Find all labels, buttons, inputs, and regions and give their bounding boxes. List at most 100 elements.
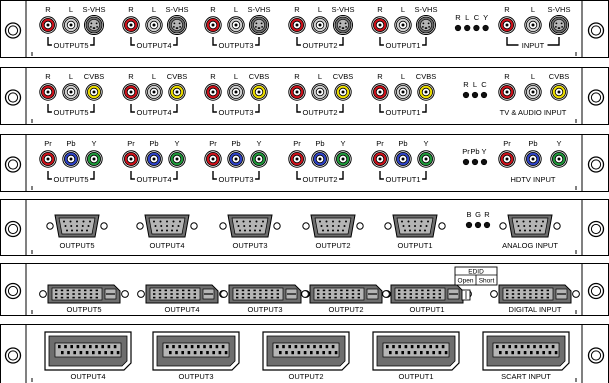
- led-label: Pb: [470, 147, 479, 156]
- port-label: OUTPUT2: [288, 372, 323, 381]
- led-indicator-icon: [480, 91, 488, 99]
- scart-connector-icon: [152, 331, 240, 371]
- rca-jack-icon: [524, 83, 542, 101]
- jack-label: R: [294, 5, 300, 14]
- rca-jack-icon: [498, 83, 516, 101]
- rca-jack-icon: [85, 83, 103, 101]
- vga-connector-icon: [219, 214, 281, 238]
- group-label: OUTPUT5: [53, 175, 88, 184]
- port-label: OUTPUT5: [66, 305, 101, 314]
- jack-label: R: [45, 5, 51, 14]
- led-indicator-icon: [454, 24, 462, 32]
- led-label: B: [466, 210, 471, 219]
- led-label: R: [463, 80, 469, 89]
- jack-label: L: [234, 5, 238, 14]
- edid-title: EDID: [468, 269, 484, 276]
- output-bracket: OUTPUT3: [212, 104, 260, 117]
- port-label: OUTPUT3: [178, 372, 213, 381]
- output-bracket: OUTPUT1: [379, 104, 427, 117]
- port-label: OUTPUT1: [398, 372, 433, 381]
- mount-hole-inner: [590, 25, 602, 36]
- rca-jack-icon: [204, 83, 222, 101]
- jack-label: L: [69, 5, 73, 14]
- output-bracket: OUTPUT3: [212, 37, 260, 50]
- mount-hole-inner: [590, 285, 602, 297]
- rca-jack-icon: [524, 16, 542, 34]
- rca-jack-icon: [168, 150, 186, 168]
- jack-label: S-VHS: [248, 5, 271, 14]
- jack-label: S-VHS: [83, 5, 106, 14]
- input-label: TV & AUDIO INPUT: [500, 108, 567, 117]
- rca-jack-icon: [145, 150, 163, 168]
- jack-label: CVBS: [84, 72, 104, 81]
- group-label: OUTPUT4: [136, 108, 171, 117]
- jack-label: R: [504, 5, 510, 14]
- output-bracket: OUTPUT2: [296, 37, 344, 50]
- jack-label: L: [531, 5, 535, 14]
- jack-label: CVBS: [167, 72, 187, 81]
- jack-label: S-VHS: [548, 5, 571, 14]
- port-label: OUTPUT4: [149, 241, 184, 250]
- led-label: G: [475, 210, 481, 219]
- rca-jack-icon: [62, 83, 80, 101]
- port-label: OUTPUT2: [315, 241, 350, 250]
- rca-jack-icon: [122, 16, 140, 34]
- jack-label: Pb: [149, 139, 158, 148]
- rca-jack-icon: [250, 150, 268, 168]
- rca-jack-icon: [417, 150, 435, 168]
- scart-connector-icon: [372, 331, 460, 371]
- led-indicator-icon: [465, 221, 473, 229]
- vga-connector-icon: [302, 214, 364, 238]
- group-label: OUTPUT2: [302, 41, 337, 50]
- rca-jack-icon: [311, 150, 329, 168]
- group-label: OUTPUT1: [385, 41, 420, 50]
- jack-label: Y: [91, 139, 96, 148]
- rca-jack-icon: [204, 16, 222, 34]
- svhs-jack-icon: [549, 15, 569, 35]
- led-indicator-icon: [483, 221, 491, 229]
- mount-hole-inner: [590, 350, 602, 361]
- rca-jack-icon: [334, 150, 352, 168]
- rca-jack-icon: [394, 83, 412, 101]
- jack-label: R: [210, 72, 216, 81]
- port-label: OUTPUT4: [70, 372, 105, 381]
- led-label: Y: [483, 13, 488, 22]
- jack-label: Pb: [398, 139, 407, 148]
- output-bracket: OUTPUT1: [379, 37, 427, 50]
- output-bracket: OUTPUT3: [212, 171, 260, 184]
- led-indicator-icon: [464, 24, 471, 32]
- scart-output-4: OUTPUT1: [372, 331, 460, 381]
- rca-jack-icon: [371, 150, 389, 168]
- dvi-connector-icon: [382, 284, 472, 304]
- port-label: OUTPUT5: [59, 241, 94, 250]
- output-bracket: OUTPUT5: [47, 104, 95, 117]
- rca-jack-icon: [550, 150, 568, 168]
- dvi-output-1: OUTPUT5: [39, 284, 129, 314]
- jack-label: L: [318, 5, 322, 14]
- output-bracket: OUTPUT1: [379, 171, 427, 184]
- rca-jack-icon: [145, 83, 163, 101]
- svhs-jack-icon: [416, 15, 436, 35]
- vga-output-5: OUTPUT1: [384, 214, 446, 250]
- mount-hole-inner: [7, 25, 19, 36]
- jack-label: S-VHS: [166, 5, 189, 14]
- dvi-input: DIGITAL INPUT: [490, 284, 580, 314]
- jack-label: S-VHS: [332, 5, 355, 14]
- rca-jack-icon: [122, 150, 140, 168]
- dvi-connector-icon: [220, 284, 310, 304]
- jack-label: L: [152, 72, 156, 81]
- output-bracket: OUTPUT5: [47, 37, 95, 50]
